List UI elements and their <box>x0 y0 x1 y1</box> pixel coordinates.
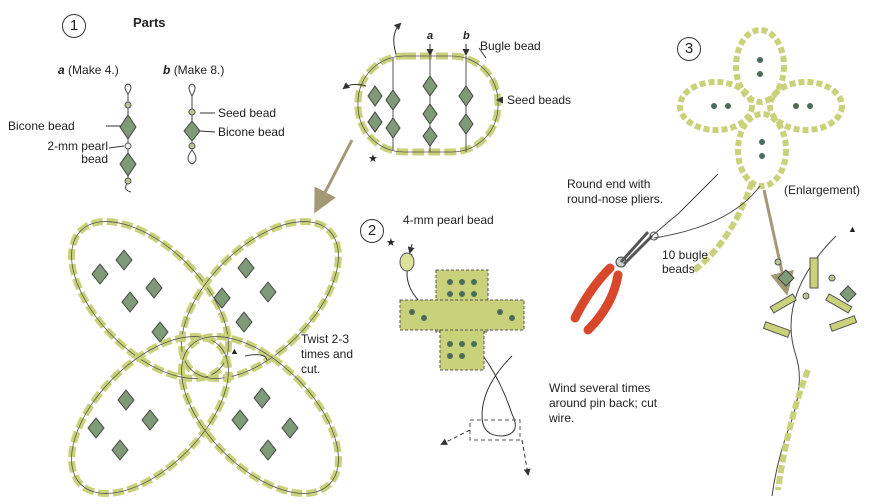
step3-flower <box>654 30 842 272</box>
twist-instruction: Twist 2-3 times and cut. <box>301 332 365 377</box>
svg-text:★: ★ <box>386 237 396 249</box>
svg-text:▲: ▲ <box>230 346 239 356</box>
step-1-circle: 1 <box>62 14 86 38</box>
part-a-letter: a <box>58 63 65 77</box>
strand-b-beads <box>184 109 200 149</box>
loop-label-a: a <box>427 30 433 43</box>
loop-label-b: b <box>463 30 470 43</box>
svg-text:▲: ▲ <box>848 224 857 234</box>
round-end-instruction: Round end with round-nose pliers. <box>567 177 685 207</box>
part-b-letter: b <box>163 63 170 77</box>
step-3-circle: 3 <box>677 37 701 61</box>
part-b-note: (Make 8.) <box>174 63 225 77</box>
part-b-header: b (Make 8.) <box>163 64 224 77</box>
part-a-header: a (Make 4.) <box>58 64 119 77</box>
enlargement-detail: ▲ <box>763 224 857 496</box>
pearl-2mm-label: 2-mm pearl bead <box>38 140 108 166</box>
step-2-circle: 2 <box>360 219 384 243</box>
bicone-label-right: Bicone bead <box>218 126 285 139</box>
bicone-label-left: Bicone bead <box>8 120 75 133</box>
strand-a-beads <box>120 102 136 184</box>
seed-bead-label: Seed bead <box>218 107 276 120</box>
enlargement-label: (Enlargement) <box>784 184 860 197</box>
bugle-bead-label: Bugle bead <box>480 40 541 53</box>
parts-title: Parts <box>133 16 166 29</box>
ten-bugle-label: 10 bugle beads <box>662 248 728 276</box>
svg-text:★: ★ <box>368 153 378 165</box>
step2-motif: ★ <box>386 237 528 474</box>
pearl-4mm-label: 4-mm pearl bead <box>403 214 494 227</box>
seed-beads-label: Seed beads <box>507 94 571 107</box>
arrow-loop-to-flower <box>317 140 352 208</box>
wind-instruction: Wind several times around pin back; cut … <box>549 381 671 426</box>
part-a-note: (Make 4.) <box>68 63 119 77</box>
